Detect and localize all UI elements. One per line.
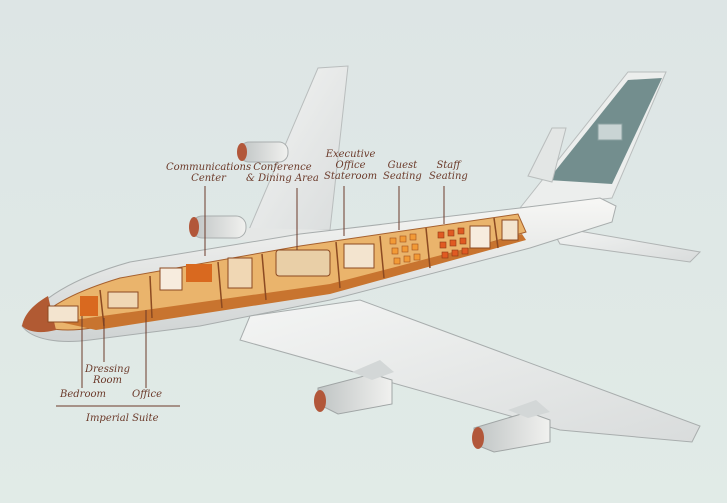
label-line: Communications [166,162,252,173]
label-communications-center: Communications Center [166,162,251,184]
interior-floor [60,234,526,330]
leader-lines [56,186,445,407]
label-line: Dressing [85,364,131,375]
label-line: Office [335,160,366,171]
nose-cone [22,296,56,333]
near-wing [239,299,701,443]
label-line: Conference [253,162,312,173]
label-line: Executive [325,149,376,160]
label-line: Seating [429,171,468,182]
label-line: & Dining Area [246,173,319,184]
label-bedroom: Bedroom [60,389,106,400]
label-guest-seating: Guest Seating [383,160,422,182]
label-line: Staff [436,160,461,171]
label-line: Stateroom [324,171,378,182]
near-engine-outer [472,400,551,453]
cabin-furniture [47,219,519,323]
label-line: Bedroom [60,389,106,400]
label-line: Imperial Suite [86,413,159,424]
label-line: Seating [383,171,422,182]
label-line: Room [92,375,123,386]
label-dressing-room: Dressing Room [85,364,130,386]
far-engine-lower [189,215,247,239]
label-conference-dining-area: Conference & Dining Area [246,162,319,184]
guest-seating [389,233,421,265]
label-line: Office [132,389,162,400]
label-executive-office-stateroom: Executive Office Stateroom [324,149,377,182]
near-engine-inner [314,360,394,415]
label-imperial-suite: Imperial Suite [86,413,159,424]
far-stabilizer [527,127,567,183]
label-line: Guest [387,160,418,171]
tail-logo [597,123,623,141]
label-staff-seating: Staff Seating [429,160,468,182]
staff-seating [437,227,469,259]
label-office: Office [132,389,162,400]
far-engine-upper [237,141,289,163]
cabin-partitions [99,217,499,327]
label-line: Center [191,173,226,184]
